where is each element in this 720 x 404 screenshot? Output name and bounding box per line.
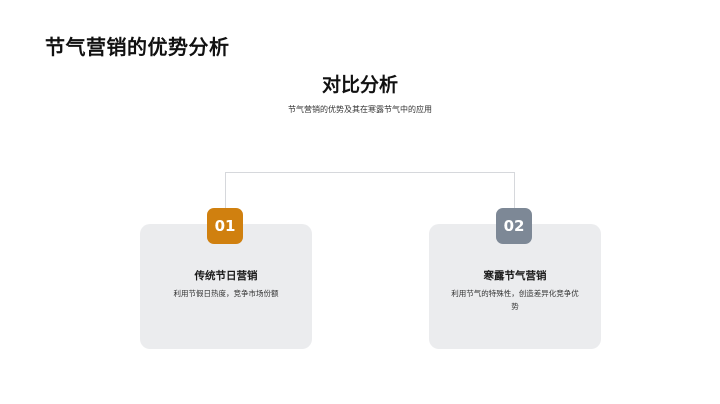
connector-line-left: [225, 172, 226, 209]
connector-line-right: [514, 172, 515, 209]
card-description: 利用节气的特殊性，创造差异化竞争优势: [451, 289, 579, 311]
comparison-card-hanlu: 寒露节气营销 利用节气的特殊性，创造差异化竞争优势: [429, 224, 601, 349]
number-badge-02: 02: [496, 208, 532, 244]
connector-line-horizontal: [225, 172, 515, 173]
slide-title: 节气营销的优势分析: [45, 35, 230, 59]
card-description: 利用节假日热度，竞争市场份额: [173, 289, 279, 298]
number-badge-01: 01: [207, 208, 243, 244]
section-heading: 对比分析: [321, 74, 398, 96]
card-title: 传统节日营销: [194, 270, 258, 282]
comparison-card-traditional: 传统节日营销 利用节假日热度，竞争市场份额: [140, 224, 312, 349]
card-title: 寒露节气营销: [483, 270, 547, 282]
section-subtitle: 节气营销的优势及其在寒露节气中的应用: [288, 105, 432, 114]
